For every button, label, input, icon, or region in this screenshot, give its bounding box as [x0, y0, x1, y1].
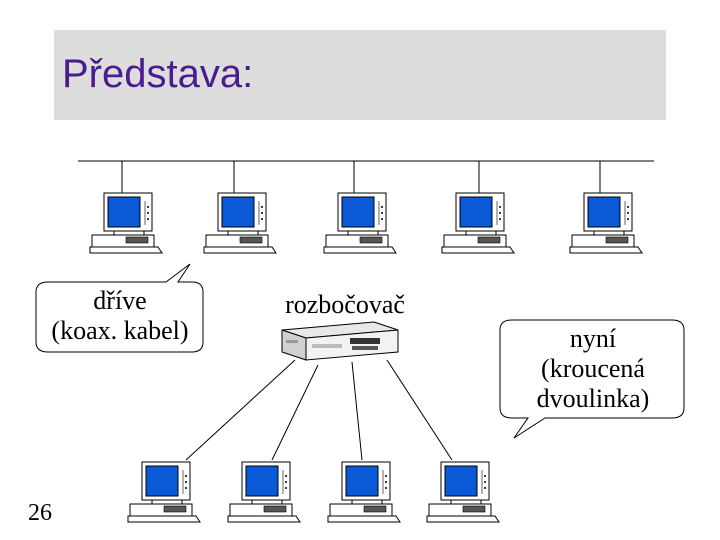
callout-before	[35, 263, 204, 353]
label-now: nyní	[569, 324, 617, 353]
computer-icon	[327, 461, 401, 523]
label-coax-cable: (koax. kabel)	[51, 316, 189, 345]
computer-icon	[441, 192, 515, 254]
label-hub: rozbočovač	[285, 290, 405, 319]
computer-icon	[203, 192, 277, 254]
computer-icon	[227, 461, 301, 523]
label-twisted: (kroucená	[541, 354, 645, 383]
hub-icon	[281, 321, 399, 361]
callout-now-text: nyní (kroucená dvoulinka)	[508, 324, 678, 414]
computer-icon	[323, 192, 397, 254]
label-pair: dvoulinka)	[536, 384, 650, 413]
callout-before-text: dříve (koax. kabel)	[40, 286, 200, 346]
label-before: dříve	[93, 286, 147, 315]
computer-icon	[569, 192, 643, 254]
slide-title: Představa:	[62, 52, 254, 96]
callout-now	[499, 319, 685, 439]
computer-icon	[426, 461, 500, 523]
page-number: 26	[28, 500, 52, 526]
computer-icon	[89, 192, 163, 254]
title-bar: Představa:	[54, 30, 666, 120]
computer-icon	[127, 461, 201, 523]
